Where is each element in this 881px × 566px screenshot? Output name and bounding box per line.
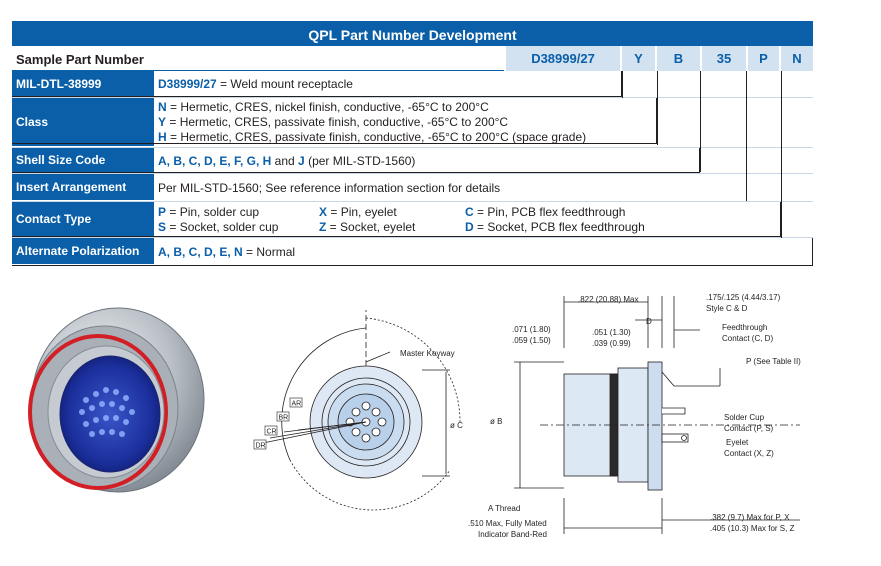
side-view-drawing: .822 (20.88) Max .175/.125 (4.44/3.17) S… — [468, 293, 801, 539]
text-insert: Per MIL-STD-1560; See reference informat… — [158, 180, 501, 195]
label-d: D — [646, 317, 652, 326]
label-master-keyway: Master Keyway — [400, 349, 455, 358]
bracket-shell — [12, 148, 700, 173]
leader-shell — [700, 71, 701, 172]
row-header-insert: Insert Arrangement — [12, 174, 154, 201]
table-title: QPL Part Number Development — [12, 21, 813, 46]
row-body-contact: P = Pin, solder cup X = Pin, eyelet C = … — [154, 202, 813, 237]
label-dim-071: .071 (1.80) — [512, 325, 551, 334]
code-class-n: N — [158, 100, 167, 114]
text-class-y: = Hermetic, CRES, passivate finish, cond… — [166, 115, 509, 129]
leader-basic — [622, 71, 623, 98]
label-flange-style: .175/.125 (4.44/3.17) — [706, 293, 781, 302]
label-mated-1: .510 Max, Fully Mated — [468, 519, 547, 528]
row-body-shell: A, B, C, D, E, F, G, H and J (per MIL-ST… — [154, 148, 813, 173]
connector-photo — [28, 307, 205, 493]
code-contact-x: X — [319, 204, 328, 219]
code-class-y: Y — [158, 115, 167, 129]
text-class-h: = Hermetic, CRES, passivate finish, cond… — [166, 130, 587, 144]
text-class-n: = Hermetic, CRES, nickel finish, conduct… — [166, 100, 489, 114]
text-shell-and: and — [271, 153, 299, 168]
text-contact-c: = Pin, PCB flex feedthrough — [473, 204, 626, 219]
label-dim-039: .039 (0.99) — [592, 339, 631, 348]
bracket-contact — [12, 202, 781, 237]
segment-insert: 35 — [700, 46, 746, 71]
segment-class: Y — [620, 46, 655, 71]
row-polarization: Alternate Polarization A, B, C, D, E, N … — [12, 238, 813, 266]
code-polar: A, B, C, D, E, N — [158, 244, 243, 259]
text-contact-x: = Pin, eyelet — [327, 204, 397, 219]
code-contact-s: S — [158, 219, 167, 234]
label-dim-059: .059 (1.50) — [512, 336, 551, 345]
label-overall-max: .822 (20.88) Max — [578, 295, 638, 304]
segment-shell-size: B — [655, 46, 700, 71]
label-solder-contact: Contact (P, S) — [724, 424, 774, 433]
row-header-class: Class — [12, 98, 154, 147]
leader-class — [657, 71, 658, 145]
code-class-h: H — [158, 130, 167, 144]
label-mated-2: Indicator Band-Red — [478, 530, 547, 539]
label-dr: DR — [256, 443, 266, 450]
row-body-polar: A, B, C, D, E, N = Normal — [154, 238, 813, 265]
label-eyelet-contact: Contact (X, Z) — [724, 449, 774, 458]
front-view-drawing: Master Keyway AR BR CR DR ø C — [253, 310, 463, 511]
label-eyelet: Eyelet — [726, 438, 749, 447]
label-dia-c: ø C — [450, 421, 463, 430]
row-class: Class N = Hermetic, CRES, nickel finish,… — [12, 98, 813, 148]
row-body-class: N = Hermetic, CRES, nickel finish, condu… — [154, 98, 813, 147]
bracket-polar — [12, 238, 813, 265]
sample-part-number-label: Sample Part Number — [16, 52, 144, 67]
label-feedthrough-contact: Contact (C, D) — [722, 334, 773, 343]
code-contact-p: P — [158, 204, 167, 219]
label-solder-cup: Solder Cup — [724, 413, 765, 422]
text-contact-d: = Socket, PCB flex feedthrough — [473, 219, 645, 234]
code-contact-d: D — [465, 219, 474, 234]
code-contact-c: C — [465, 204, 474, 219]
label-dia-b: ø B — [490, 417, 502, 426]
label-dim-051: .051 (1.30) — [592, 328, 631, 337]
text-mil: = Weld mount receptacle — [216, 77, 353, 91]
text-shell: (per MIL-STD-1560) — [304, 153, 416, 168]
label-max-sz: .405 (10.3) Max for S, Z — [710, 524, 795, 533]
row-header-shell: Shell Size Code — [12, 148, 154, 173]
label-style-cd: Style C & D — [706, 304, 748, 313]
code-shell-last: J — [298, 153, 305, 168]
text-polar: = Normal — [242, 244, 296, 259]
code-shell: A, B, C, D, E, F, G, H — [158, 153, 272, 168]
part-number-table: QPL Part Number Development Sample Part … — [12, 21, 813, 266]
leader-contact — [781, 71, 782, 238]
row-body-insert: Per MIL-STD-1560; See reference informat… — [154, 174, 813, 201]
bracket-class — [12, 98, 657, 144]
leader-insert — [746, 71, 747, 201]
row-header-polar: Alternate Polarization — [12, 238, 154, 265]
label-a-thread: A Thread — [488, 504, 520, 513]
row-shell-size: Shell Size Code A, B, C, D, E, F, G, H a… — [12, 148, 813, 174]
segment-contact-type: P — [746, 46, 779, 71]
sample-part-number-row: Sample Part Number D38999/27 Y B 35 P N — [12, 46, 813, 71]
label-p-table: P (See Table II) — [746, 357, 801, 366]
row-contact-type: Contact Type P = Pin, solder cup X = Pin… — [12, 202, 813, 238]
row-body-mil: D38999/27 = Weld mount receptacle — [154, 71, 813, 97]
bracket-mil — [12, 71, 622, 97]
label-max-px: .382 (9.7) Max for P, X — [710, 513, 790, 522]
label-ar: AR — [292, 401, 302, 408]
segment-basic-number: D38999/27 — [504, 46, 620, 71]
row-mil-dtl: MIL-DTL-38999 D38999/27 = Weld mount rec… — [12, 71, 813, 98]
text-contact-s: = Socket, solder cup — [166, 219, 279, 234]
code-mil: D38999/27 — [158, 77, 217, 91]
code-contact-z: Z — [319, 219, 327, 234]
label-cr: CR — [267, 429, 277, 436]
label-br: BR — [279, 415, 289, 422]
label-feedthrough: Feedthrough — [722, 323, 767, 332]
text-contact-z: = Socket, eyelet — [326, 219, 416, 234]
row-insert: Insert Arrangement Per MIL-STD-1560; See… — [12, 174, 813, 202]
text-contact-p: = Pin, solder cup — [166, 204, 260, 219]
segment-polarization: N — [779, 46, 813, 71]
row-header-contact: Contact Type — [12, 202, 154, 237]
